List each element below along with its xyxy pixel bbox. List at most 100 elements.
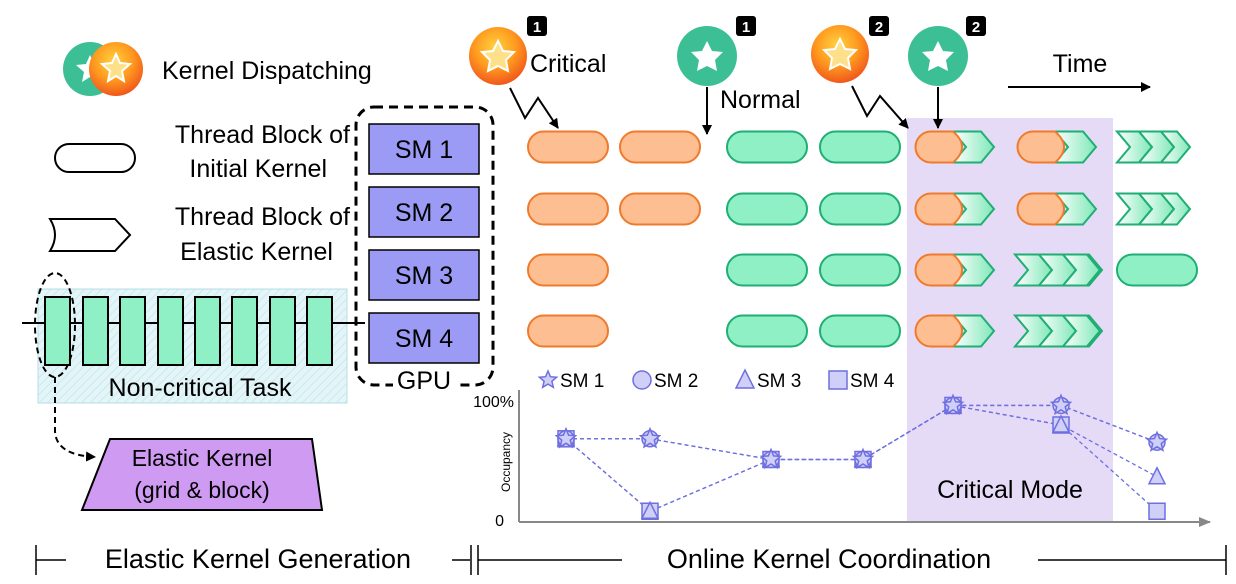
star-icon <box>691 41 723 71</box>
badge-number: 1 <box>533 19 541 36</box>
gpu-label: GPU <box>397 367 451 395</box>
normal-kernel-arrival-1: 1 Normal <box>677 16 801 135</box>
star-icon <box>99 51 133 84</box>
gpu-outline <box>354 105 495 387</box>
y-axis-label: Occupancy <box>499 432 513 492</box>
normal-thread-block <box>819 253 901 287</box>
data-point-triangle <box>1147 466 1167 485</box>
badge-box <box>869 16 889 36</box>
star-icon <box>479 38 517 73</box>
lightning-arrow <box>851 85 909 129</box>
data-point-square <box>1148 502 1166 520</box>
critical-kernel-arrival-1: 1 Critical <box>469 16 606 129</box>
task-kernel-block <box>306 296 333 366</box>
legend-marker-circle <box>632 370 652 390</box>
normal-thread-block <box>819 130 901 164</box>
initial-block-shape <box>54 143 136 173</box>
critical-thread-block <box>527 314 609 348</box>
data-point-star <box>759 447 783 470</box>
task-kernel-block <box>44 296 71 366</box>
badge-box <box>966 16 986 36</box>
initial-block-label-line1: Thread Block of <box>175 121 350 149</box>
occupancy-chart: 100% 0 Occupancy SM 1 SM 2 SM 3 SM 4 Critic… <box>473 368 1211 530</box>
critical-kernel-arrival-2: 2 <box>811 16 909 129</box>
gpu-label-mask <box>393 366 456 392</box>
sm-box <box>368 123 480 175</box>
critical-mode-label: Critical Mode <box>937 476 1083 504</box>
thread-block-grid <box>527 130 1198 348</box>
task-kernel-block <box>269 296 296 366</box>
legend-entry: SM 1 <box>560 371 604 392</box>
critical-thread-block <box>1016 192 1065 226</box>
task-kernel-block <box>119 296 146 366</box>
kernel-dispatching-legend: Kernel Dispatching <box>63 42 372 96</box>
legend-entry: SM 3 <box>757 371 801 392</box>
star-icon <box>821 36 859 71</box>
elastic-thread-block <box>1052 192 1098 226</box>
task-label: Non-critical Task <box>109 374 292 402</box>
elastic-thread-block <box>950 192 996 226</box>
elastic-kernel-line1: Elastic Kernel <box>132 445 273 471</box>
normal-thread-block <box>1116 253 1198 287</box>
critical-thread-block <box>619 192 701 226</box>
lightning-arrow <box>509 87 559 129</box>
selected-kernel-outline <box>34 272 76 378</box>
elastic-thread-block <box>1084 314 1104 348</box>
elastic-thread-block <box>1084 253 1104 287</box>
sm-label: SM 4 <box>395 325 453 353</box>
sm-box <box>368 312 480 364</box>
legend-marker-triangle <box>734 368 756 389</box>
legend-entry: SM 2 <box>654 371 698 392</box>
data-point-star <box>941 393 965 416</box>
task-kernel-block <box>82 296 109 366</box>
task-kernels <box>44 296 333 366</box>
sm-boxes: SM 1 SM 2 SM 3 SM 4 <box>368 123 480 364</box>
elastic-block-legend: Thread Block of Elastic Kernel <box>48 203 350 266</box>
elastic-thread-block <box>1052 130 1098 164</box>
elastic-thread-block <box>1158 130 1192 164</box>
elastic-block-shape <box>48 218 132 252</box>
elastic-thread-block <box>950 253 996 287</box>
ytick-bottom: 0 <box>495 513 504 530</box>
sm-label: SM 1 <box>395 136 453 164</box>
kernel-dispatching-label: Kernel Dispatching <box>162 57 372 85</box>
elastic-thread-block <box>950 130 996 164</box>
legend-marker-star <box>537 369 559 389</box>
elastic-transform-arrow <box>54 377 96 462</box>
data-point-star <box>851 447 875 470</box>
data-point-star <box>638 426 662 449</box>
task-kernel-block <box>194 296 221 366</box>
elastic-kernel-box: Elastic Kernel (grid & block) <box>80 438 324 511</box>
initial-block-legend: Thread Block of Initial Kernel <box>54 121 350 183</box>
elastic-thread-block <box>1158 192 1192 226</box>
footer-left-section: Elastic Kernel Generation <box>105 544 411 574</box>
elastic-block-label-line1: Thread Block of <box>175 203 350 231</box>
critical-thread-block <box>527 192 609 226</box>
sm-box <box>368 186 480 238</box>
legend-marker-square <box>828 370 848 390</box>
critical-thread-block <box>619 130 701 164</box>
elastic-thread-block <box>950 314 996 348</box>
critical-thread-block <box>914 253 963 287</box>
data-point-star <box>1049 393 1073 416</box>
time-indicator: Time <box>1008 50 1151 92</box>
legend-entry: SM 4 <box>850 371 895 392</box>
sm-label: SM 2 <box>395 199 453 227</box>
normal-label: Normal <box>720 86 801 114</box>
critical-label: Critical <box>530 50 606 78</box>
badge-number: 2 <box>875 19 883 36</box>
elastic-block-label-line2: Elastic Kernel <box>180 238 333 266</box>
task-kernel-block <box>231 296 258 366</box>
data-point-triangle <box>1051 414 1071 433</box>
sm-label: SM 3 <box>395 262 453 290</box>
normal-thread-block <box>726 314 808 348</box>
badge-box <box>527 16 547 36</box>
normal-thread-block <box>819 314 901 348</box>
chart-legend: SM 1 SM 2 SM 3 SM 4 <box>537 368 895 392</box>
critical-thread-block <box>1016 130 1065 164</box>
footer: Elastic Kernel Generation Online Kernel … <box>35 544 1227 575</box>
footer-right-section: Online Kernel Coordination <box>667 544 991 574</box>
non-critical-task: Non-critical Task <box>22 272 365 404</box>
time-label: Time <box>1053 50 1108 78</box>
ytick-top: 100% <box>473 394 514 411</box>
